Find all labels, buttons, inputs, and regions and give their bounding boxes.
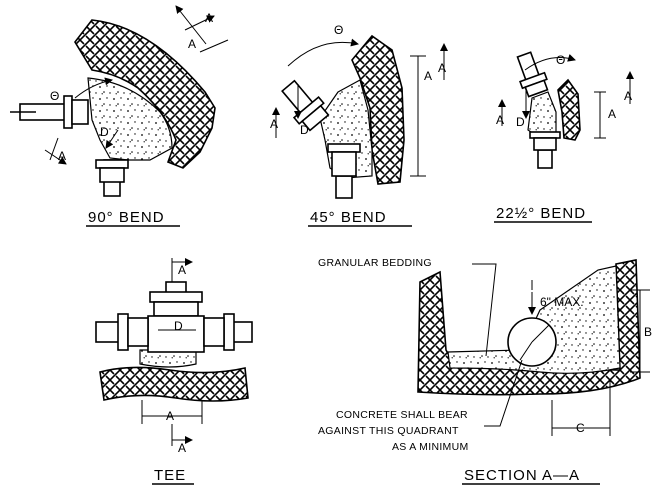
bend-45-d-label: D [300, 123, 309, 137]
bend-45-theta-label: Θ [334, 23, 343, 37]
bend-90-section-marker-lower: A [58, 149, 66, 163]
section-note-line1: CONCRETE SHALL BEAR [336, 409, 468, 421]
bend-22-d-label: D [516, 115, 525, 129]
bend-90-theta-label: Θ [50, 89, 59, 103]
section-note-bedding: GRANULAR BEDDING [318, 257, 432, 269]
bend-45-a-label: A [424, 69, 432, 83]
tee-section-marker: A [178, 263, 186, 277]
bend-22-title: 22½° BEND [496, 205, 586, 222]
bend-22-section-marker-lower: A [496, 113, 504, 127]
section-note-line2: AGAINST THIS QUADRANT [318, 425, 459, 437]
section-b-label: B [644, 325, 652, 339]
section-c-label: C [576, 421, 585, 435]
tee-title: TEE [154, 467, 186, 484]
bend-90-title: 90° BEND [88, 209, 165, 226]
bend-90-section-marker: A [205, 11, 213, 25]
section-note-line3: AS A MINIMUM [392, 441, 469, 453]
bend-90-a-label: A [188, 37, 196, 51]
bend-45-figure: Θ D A A A 45° BEND [270, 23, 448, 227]
bend-22-theta-label: Θ [556, 53, 565, 67]
section-max-label: 6" MAX. [540, 295, 584, 309]
bend-45-title: 45° BEND [310, 209, 387, 226]
bend-90-d-label: D [100, 125, 109, 139]
bend-45-section-marker: A [438, 61, 446, 75]
tee-d-label: D [174, 319, 183, 333]
bend-45-section-marker-lower: A [270, 117, 278, 131]
tee-a-label: A [166, 409, 174, 423]
bend-90-figure: Θ D A A A 90° BEND [10, 5, 229, 227]
tee-figure: D A A A TEE [95, 258, 253, 485]
section-title: SECTION A—A [464, 467, 580, 484]
bend-22-a-label: A [608, 107, 616, 121]
tee-section-marker-lower: A [178, 441, 186, 455]
bend-22-figure: Θ D A A A 22½° BEND [494, 51, 634, 223]
bend-22-section-marker: A [624, 89, 632, 103]
section-figure: GRANULAR BEDDING 6" MAX. B C CONCRETE SH… [318, 257, 652, 485]
